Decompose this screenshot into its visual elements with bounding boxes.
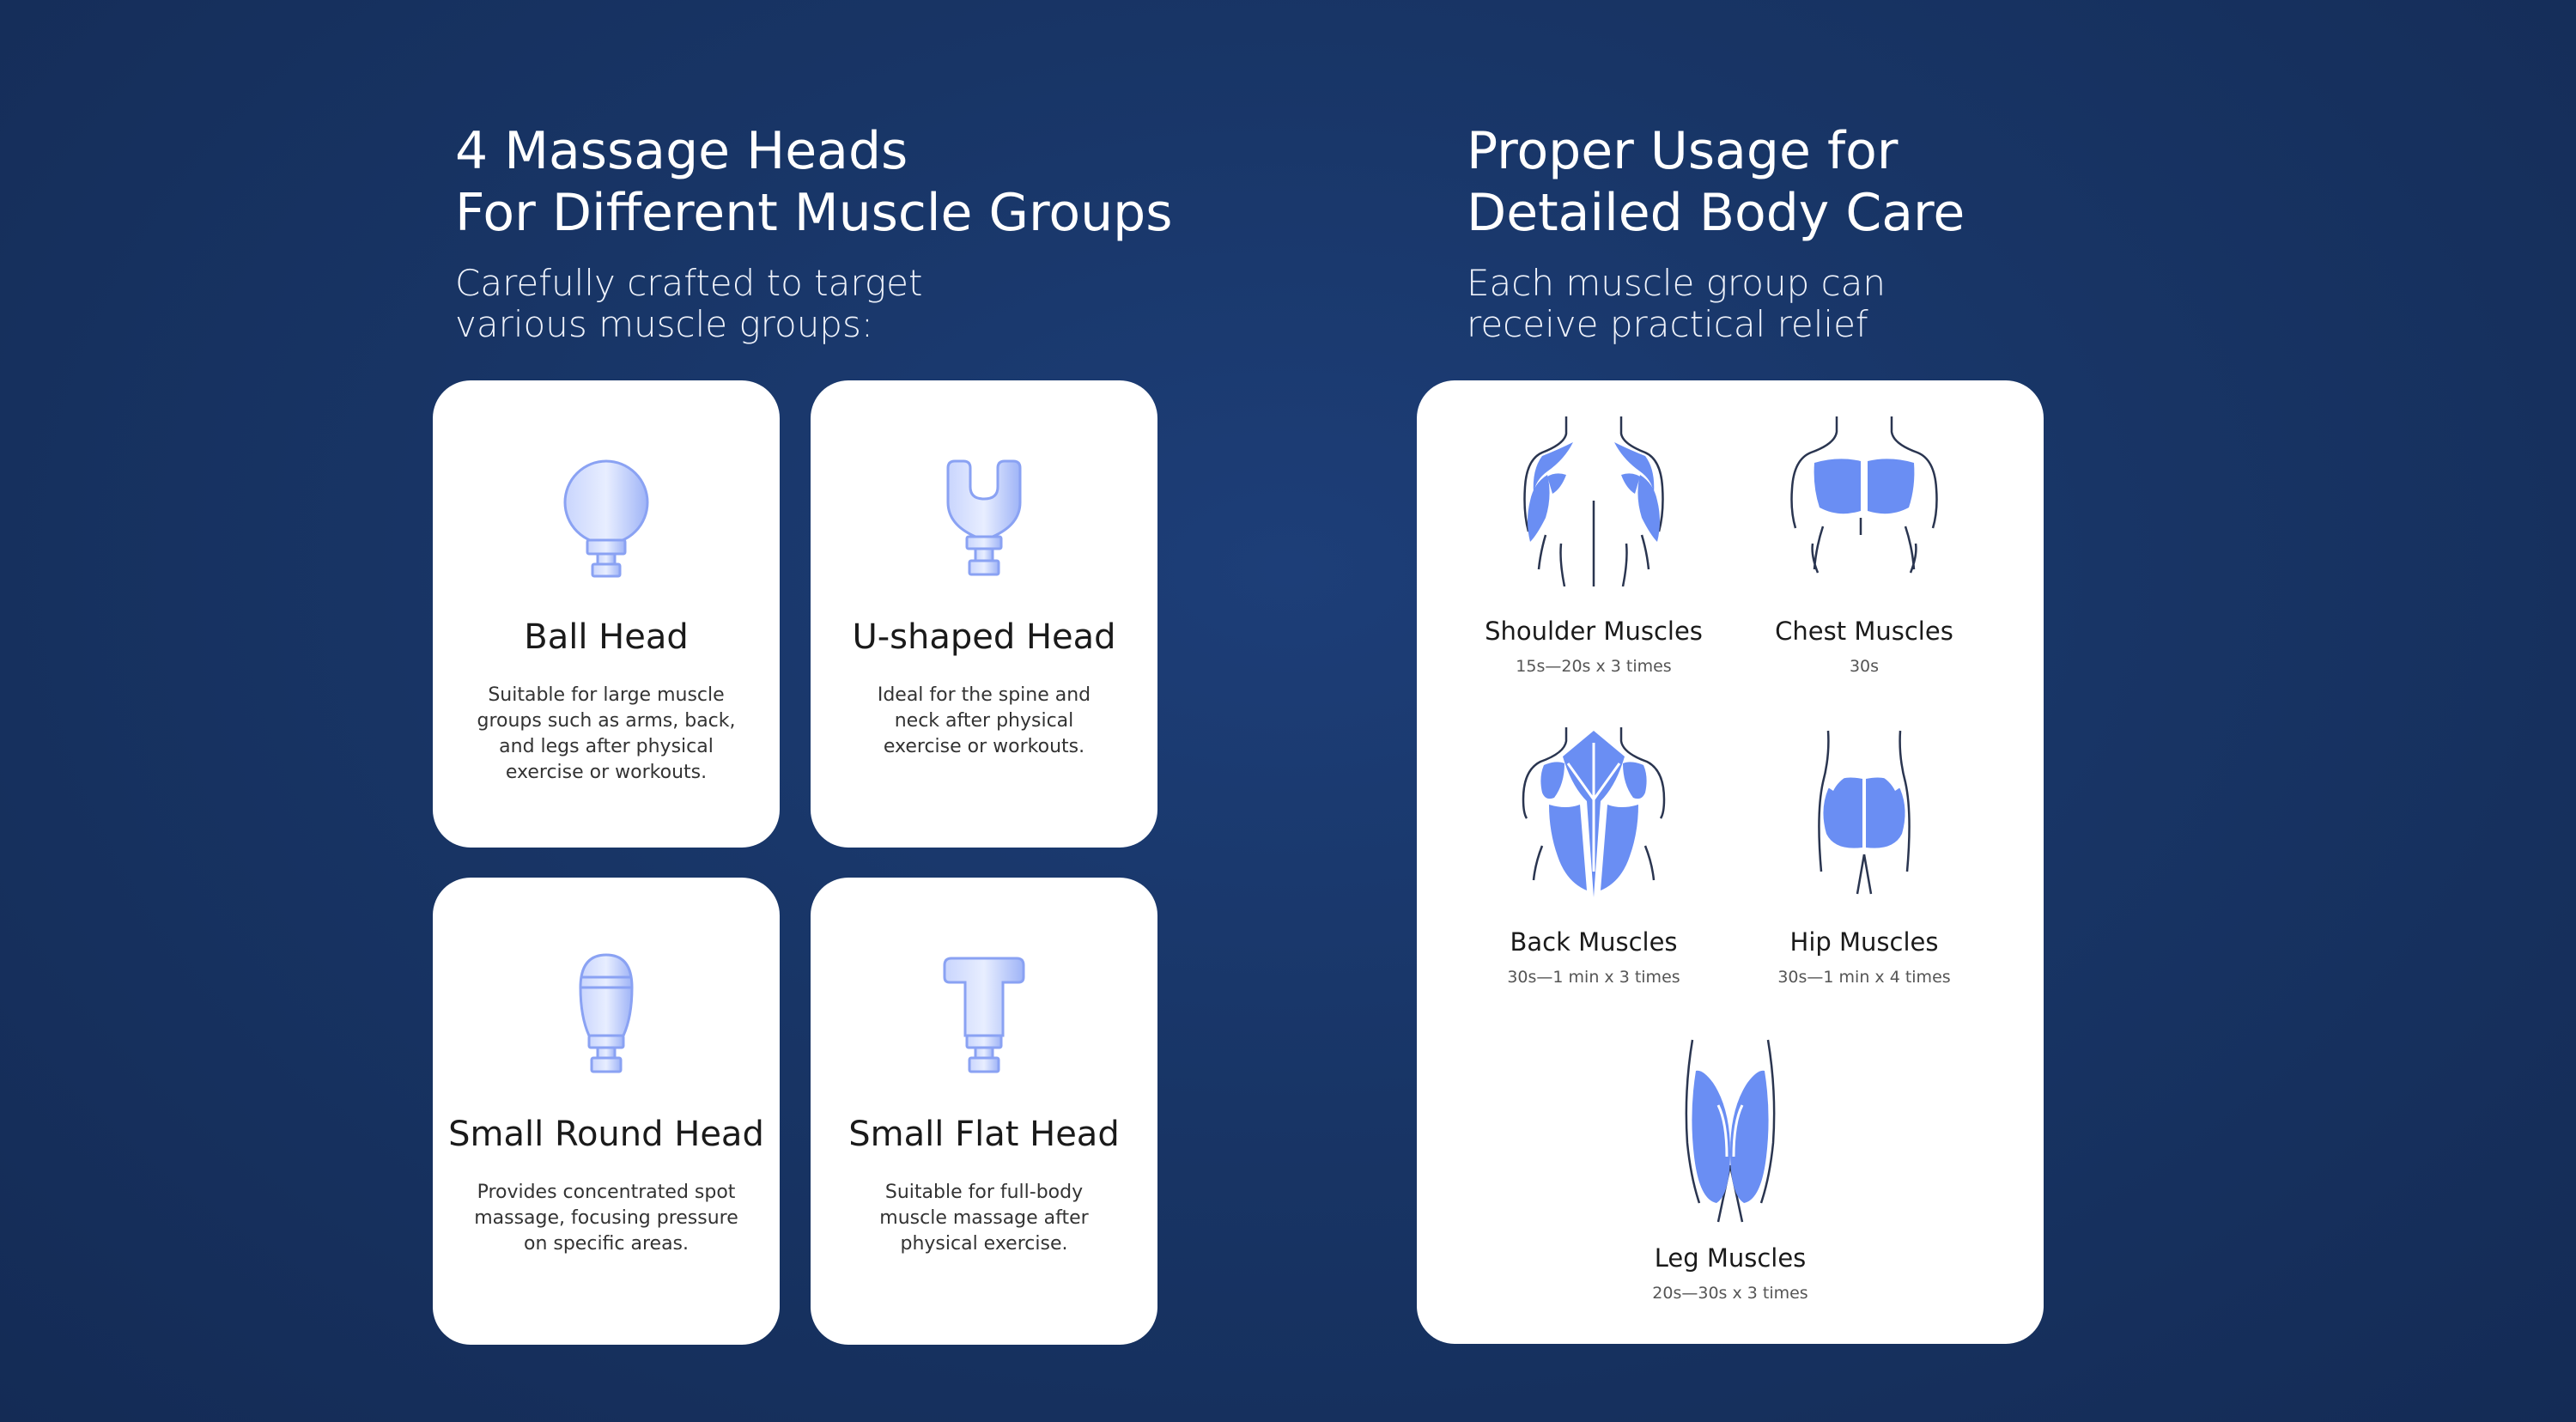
shoulder-muscles-icon <box>1523 416 1664 586</box>
small-flat-head-icon <box>943 957 1025 1073</box>
small-round-head-icon <box>579 953 634 1073</box>
small-flat-head-card: Small Flat Head Suitable for full-body m… <box>811 878 1157 1345</box>
desc-line: on specific areas. <box>523 1233 690 1255</box>
muscle-name: Leg Muscles <box>1654 1243 1807 1273</box>
desc-line: Suitable for full-body <box>884 1182 1084 1203</box>
massage-heads-title: 4 Massage Heads For Different Muscle Gro… <box>455 120 1172 244</box>
desc-line: Suitable for large muscle <box>488 684 725 706</box>
ball-head-icon <box>563 459 649 578</box>
ball-head-card: Ball Head Suitable for large muscle grou… <box>433 380 780 848</box>
leg-muscles-icon <box>1685 1039 1776 1223</box>
head-title: Small Flat Head <box>848 1115 1120 1154</box>
head-title: U-shaped Head <box>852 617 1116 657</box>
card-icon-area <box>811 380 1157 604</box>
shoulder-muscles-item: Shoulder Muscles 15s—20s x 3 times <box>1465 415 1722 678</box>
title-line: For Different Muscle Groups <box>455 183 1173 243</box>
massage-heads-heading: 4 Massage Heads For Different Muscle Gro… <box>455 120 1172 345</box>
muscle-time: 30s—1 min x 3 times <box>1507 968 1680 987</box>
desc-line: physical exercise. <box>900 1233 1068 1255</box>
muscle-name: Chest Muscles <box>1775 617 1953 646</box>
muscle-time: 30s <box>1849 657 1880 676</box>
title-line: Proper Usage for <box>1467 121 1899 181</box>
desc-line: Ideal for the spine and <box>877 684 1091 706</box>
chest-muscles-icon <box>1790 416 1938 574</box>
subtitle-line: Carefully crafted to target <box>455 262 923 304</box>
subtitle-line: various muscle groups: <box>455 303 873 345</box>
back-muscles-icon <box>1522 727 1666 897</box>
card-icon-area <box>811 878 1157 1101</box>
usage-title: Proper Usage for Detailed Body Care <box>1467 120 1965 244</box>
title-line: Detailed Body Care <box>1467 183 1965 243</box>
back-muscles-item: Back Muscles 30s—1 min x 3 times <box>1465 726 1722 988</box>
small-round-head-card: Small Round Head Provides concentrated s… <box>433 878 780 1345</box>
hip-muscles-icon <box>1818 730 1911 895</box>
leg-muscles-item: Leg Muscles 20s—30s x 3 times <box>1601 1036 1859 1304</box>
massage-heads-subtitle: Carefully crafted to target various musc… <box>455 263 1172 345</box>
desc-line: exercise or workouts. <box>505 762 708 783</box>
muscle-name: Hip Muscles <box>1789 927 1939 957</box>
usage-subtitle: Each muscle group can receive practical … <box>1467 263 1965 345</box>
muscle-time: 15s—20s x 3 times <box>1516 657 1672 676</box>
desc-line: neck after physical <box>894 710 1074 732</box>
desc-line: exercise or workouts. <box>883 736 1085 757</box>
u-shaped-head-icon <box>946 459 1022 576</box>
head-title: Small Round Head <box>448 1115 764 1154</box>
desc-line: and legs after physical <box>499 736 714 757</box>
desc-line: massage, focusing pressure <box>474 1207 738 1229</box>
hip-muscles-item: Hip Muscles 30s—1 min x 4 times <box>1735 726 1993 988</box>
card-icon-area <box>433 878 780 1101</box>
head-description: Suitable for full-body muscle massage af… <box>845 1180 1123 1257</box>
muscle-time: 20s—30s x 3 times <box>1652 1284 1808 1303</box>
card-icon-area <box>433 380 780 604</box>
usage-heading: Proper Usage for Detailed Body Care Each… <box>1467 120 1965 345</box>
head-title: Ball Head <box>524 617 689 657</box>
muscle-name: Back Muscles <box>1510 927 1678 957</box>
title-line: 4 Massage Heads <box>455 121 908 181</box>
desc-line: Provides concentrated spot <box>477 1182 736 1203</box>
desc-line: muscle massage after <box>879 1207 1089 1229</box>
head-description: Provides concentrated spot massage, focu… <box>467 1180 745 1257</box>
head-description: Suitable for large muscle groups such as… <box>467 683 745 786</box>
muscle-groups-card: Shoulder Muscles 15s—20s x 3 times Chest… <box>1417 380 2044 1344</box>
muscle-time: 30s—1 min x 4 times <box>1777 968 1951 987</box>
u-shaped-head-card: U-shaped Head Ideal for the spine and ne… <box>811 380 1157 848</box>
desc-line: groups such as arms, back, <box>477 710 736 732</box>
muscle-name: Shoulder Muscles <box>1485 617 1703 646</box>
chest-muscles-item: Chest Muscles 30s <box>1735 415 1993 678</box>
head-description: Ideal for the spine and neck after physi… <box>845 683 1123 760</box>
subtitle-line: receive practical relief <box>1467 303 1868 345</box>
subtitle-line: Each muscle group can <box>1467 262 1886 304</box>
